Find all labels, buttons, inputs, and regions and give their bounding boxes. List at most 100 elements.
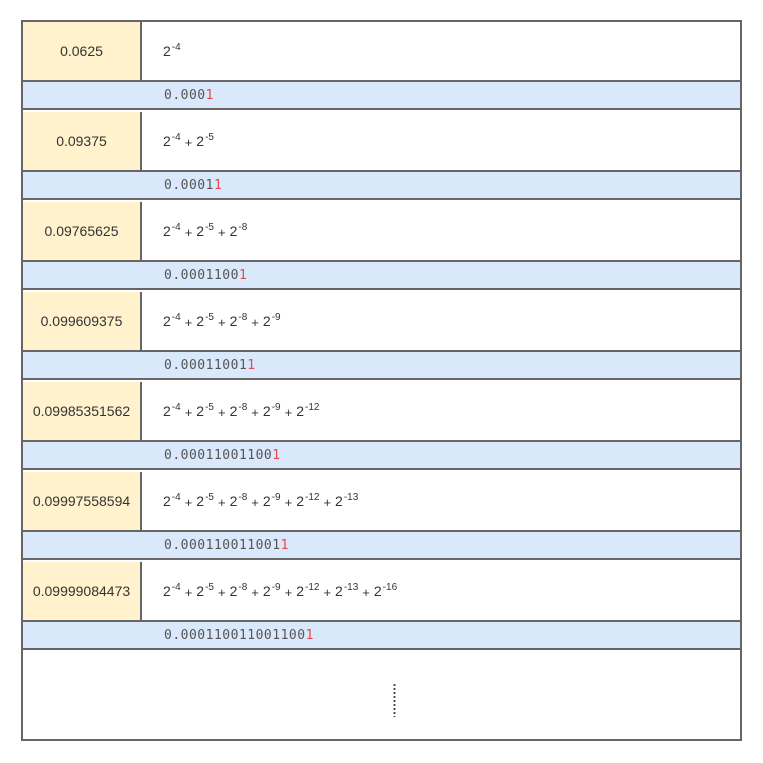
binary-prefix: 0.000110011001 [164, 537, 281, 553]
plus-sign: + [218, 584, 226, 600]
power-exponent: -13 [343, 582, 359, 593]
decimal-value-cell: 0.09375 [23, 112, 142, 170]
power-term: 2-4 [163, 582, 181, 599]
power-exponent: -12 [304, 492, 320, 503]
power-base: 2 [163, 43, 171, 59]
power-base: 2 [296, 403, 304, 419]
power-term: 2-13 [335, 582, 359, 599]
power-base: 2 [262, 403, 271, 419]
power-sum-expression: 2-4+2-5+2-8+2-9+2-12 [163, 382, 319, 440]
power-sum-expression: 2-4+2-5+2-8+2-9 [163, 292, 281, 350]
power-exponent: -4 [171, 402, 181, 413]
plus-sign: + [184, 224, 193, 240]
binary-prefix: 0.0001100 [164, 267, 239, 283]
power-term: 2-5 [196, 132, 214, 149]
plus-sign: + [251, 494, 259, 510]
binary-last-digit: 1 [205, 87, 214, 103]
power-exponent: -8 [238, 582, 248, 593]
power-term: 2-9 [262, 402, 281, 419]
power-term: 2-16 [373, 582, 397, 599]
plus-sign: + [284, 404, 293, 420]
power-base: 2 [163, 493, 171, 509]
binary-last-digit: 1 [247, 357, 256, 373]
power-term: 2-8 [229, 582, 248, 599]
power-exponent: -9 [271, 312, 281, 323]
power-base: 2 [196, 493, 205, 509]
power-base: 2 [229, 493, 238, 509]
plus-sign: + [184, 404, 193, 420]
plus-sign: + [362, 584, 370, 600]
power-sum-expression: 2-4 [163, 22, 181, 80]
power-term: 2-13 [335, 492, 359, 509]
decimal-value-cell: 0.0625 [23, 22, 142, 80]
plus-sign: + [251, 404, 259, 420]
binary-prefix: 0.000110011001100 [164, 627, 306, 643]
power-sum-expression: 2-4+2-5+2-8+2-9+2-12+2-13 [163, 472, 358, 530]
power-term: 2-9 [263, 312, 281, 329]
power-exponent: -8 [238, 402, 248, 413]
power-base: 2 [229, 583, 238, 599]
power-exponent: -13 [343, 492, 359, 503]
power-term: 2-8 [229, 402, 248, 419]
power-term: 2-4 [163, 222, 181, 239]
decimal-value-cell: 0.09985351562 [23, 382, 142, 440]
power-exponent: -5 [205, 582, 214, 593]
power-term: 2-5 [196, 222, 214, 239]
power-base: 2 [196, 583, 205, 599]
power-base: 2 [163, 133, 171, 149]
binary-last-digit: 1 [280, 537, 289, 553]
power-base: 2 [196, 313, 205, 329]
power-base: 2 [373, 583, 382, 599]
power-base: 2 [196, 403, 205, 419]
power-base: 2 [163, 403, 171, 419]
power-exponent: -5 [205, 222, 214, 233]
plus-sign: + [251, 584, 259, 600]
power-base: 2 [262, 583, 271, 599]
binary-last-digit: 1 [272, 447, 281, 463]
value-row: 0.0625 2-4 [23, 22, 740, 80]
power-exponent: -9 [271, 402, 281, 413]
power-exponent: -12 [304, 582, 320, 593]
power-sum-expression: 2-4+2-5 [163, 112, 214, 170]
power-base: 2 [196, 133, 205, 149]
plus-sign: + [251, 314, 259, 330]
power-term: 2-5 [196, 582, 214, 599]
binary-prefix: 0.00011001 [164, 357, 248, 373]
power-sum-expression: 2-4+2-5+2-8+2-9+2-12+2-13+2-16 [163, 562, 397, 620]
power-exponent: -12 [304, 402, 320, 413]
power-base: 2 [296, 583, 304, 599]
power-term: 2-12 [296, 492, 320, 509]
power-base: 2 [229, 403, 238, 419]
power-term: 2-12 [296, 402, 320, 419]
power-exponent: -9 [271, 492, 281, 503]
power-base: 2 [335, 493, 343, 509]
power-term: 2-8 [230, 312, 248, 329]
power-base: 2 [163, 313, 171, 329]
power-term: 2-4 [163, 132, 181, 149]
plus-sign: + [323, 584, 332, 600]
power-exponent: -4 [171, 582, 181, 593]
power-exponent: -4 [171, 312, 181, 323]
power-base: 2 [163, 223, 171, 239]
continuation-row [23, 651, 740, 739]
power-base: 2 [335, 583, 343, 599]
power-exponent: -5 [205, 492, 214, 503]
plus-sign: + [284, 584, 293, 600]
power-term: 2-5 [196, 492, 214, 509]
binary-last-digit: 1 [238, 267, 248, 283]
